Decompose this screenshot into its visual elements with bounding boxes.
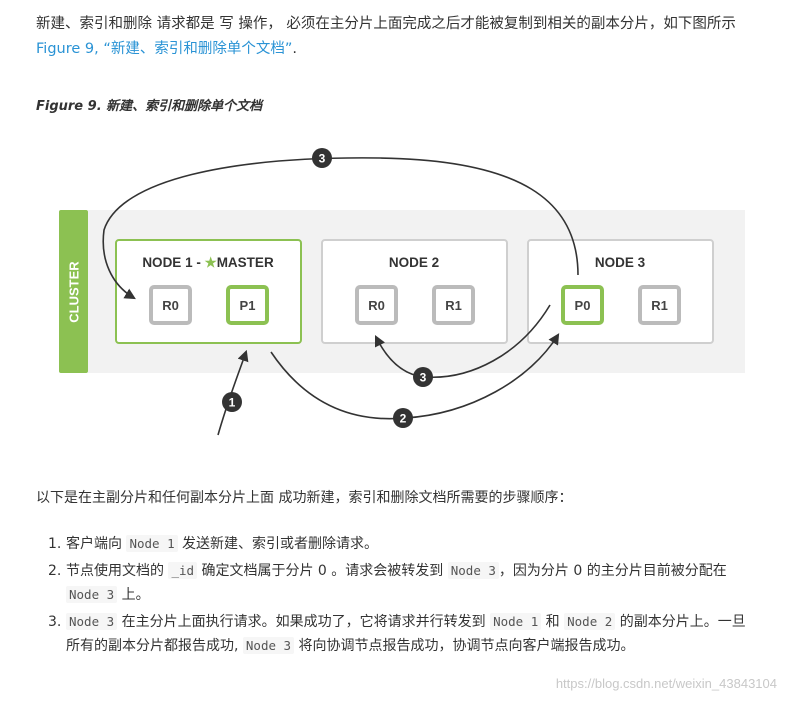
shard-r0-node1-label: R0 (162, 298, 179, 313)
inline-code: Node 3 (242, 637, 295, 654)
svg-text:3: 3 (319, 152, 326, 166)
step-number: 1. (48, 536, 62, 552)
cluster-diagram: CLUSTER NODE 1 - ★MASTER R0 P1 NODE 2 R0… (59, 148, 745, 436)
inline-code: _id (168, 562, 198, 579)
svg-text:1: 1 (229, 396, 236, 410)
arrow-step-3-to-node2 (374, 304, 551, 378)
svg-text:NODE 1 - ★MASTER: NODE 1 - ★MASTER (142, 255, 274, 270)
step-text: 上。 (117, 587, 150, 603)
inline-code: Node 1 (490, 613, 542, 630)
inline-code: Node 2 (564, 613, 616, 630)
cluster-label: CLUSTER (67, 261, 82, 323)
arrow-step-3-to-node1 (102, 157, 579, 300)
step-item: 3.Node 3 在主分片上面执行请求。如果成功了，它将请求并行转发到 Node… (48, 610, 758, 658)
shard-p0-node3 (561, 285, 604, 325)
arrow-step-1 (217, 349, 249, 436)
shard-r1-node2-label: R1 (445, 298, 462, 313)
node-2-title: NODE 2 (389, 255, 439, 270)
inline-code: Node 1 (126, 535, 178, 552)
inline-code: Node 3 (66, 613, 118, 630)
node-3: NODE 3 P0 R1 (527, 239, 714, 344)
step-text: 的副本分片上。一旦所有的副本分片都报告成功, (66, 614, 746, 654)
shard-p1-node1-label: P1 (240, 298, 256, 313)
steps-intro: 以下是在主副分片和任何副本分片上面 成功新建，索引和删除文档所需要的步骤顺序： (36, 490, 573, 506)
node-2: NODE 2 R0 R1 (321, 239, 508, 344)
step-item: 2.节点使用文档的 _id 确定文档属于分片 0 。请求会被转发到 Node 3… (48, 559, 758, 607)
node-1-master: MASTER (217, 255, 274, 270)
intro-paragraph: 新建、索引和删除 请求都是 写 操作， 必须在主分片上面完成之后才能被复制到相关… (36, 12, 766, 62)
shard-r1-node3 (638, 285, 681, 325)
shard-r0-node2 (355, 285, 398, 325)
step-text: 将向协调节点报告成功，协调节点向客户端报告成功。 (294, 638, 635, 654)
star-icon: ★ (205, 255, 218, 270)
step-number: 2. (48, 563, 62, 579)
node-1: NODE 1 - ★MASTER R0 P1 (115, 239, 302, 344)
step-badge-1: 1 (222, 392, 242, 412)
step-text: 发送新建、索引或者删除请求。 (177, 536, 379, 552)
inline-code: Node 3 (447, 562, 499, 579)
shard-p1-node1 (226, 285, 269, 325)
step-text: 节点使用文档的 (66, 563, 169, 579)
step-badge-3-bottom: 3 (413, 367, 433, 387)
cluster-label-bar (59, 210, 88, 373)
intro-tail: . (292, 41, 297, 57)
step-badge-3-top: 3 (312, 148, 332, 168)
inline-code: Node 3 (66, 586, 118, 603)
shard-r1-node3-label: R1 (651, 298, 668, 313)
node-1-title: NODE 1 - (142, 255, 204, 270)
figure-link[interactable]: Figure 9, “新建、索引和删除单个文档” (36, 41, 293, 57)
shard-p0-node3-label: P0 (575, 298, 591, 313)
svg-text:3: 3 (420, 371, 427, 385)
step-text: 客户端向 (66, 536, 127, 552)
step-text: ，因为分片 0 的主分片目前被分配在 (498, 563, 727, 579)
node-3-title: NODE 3 (595, 255, 646, 270)
figure-caption: Figure 9. 新建、索引和删除单个文档 (36, 99, 263, 114)
step-badge-2: 2 (393, 408, 413, 428)
shard-r0-node1 (149, 285, 192, 325)
intro-text: 新建、索引和删除 请求都是 写 操作， 必须在主分片上面完成之后才能被复制到相关… (36, 16, 736, 32)
step-text: 确定文档属于分片 0 。请求会被转发到 (197, 563, 448, 579)
steps-list: 1.客户端向 Node 1 发送新建、索引或者删除请求。 2.节点使用文档的 _i… (48, 532, 758, 661)
step-number: 3. (48, 614, 62, 630)
shard-r0-node2-label: R0 (368, 298, 385, 313)
shard-r1-node2 (432, 285, 475, 325)
step-text: 和 (541, 614, 565, 630)
step-item: 1.客户端向 Node 1 发送新建、索引或者删除请求。 (48, 532, 758, 556)
watermark: https://blog.csdn.net/weixin_43843104 (555, 676, 777, 691)
step-text: 在主分片上面执行请求。如果成功了，它将请求并行转发到 (117, 614, 491, 630)
svg-text:2: 2 (400, 412, 407, 426)
